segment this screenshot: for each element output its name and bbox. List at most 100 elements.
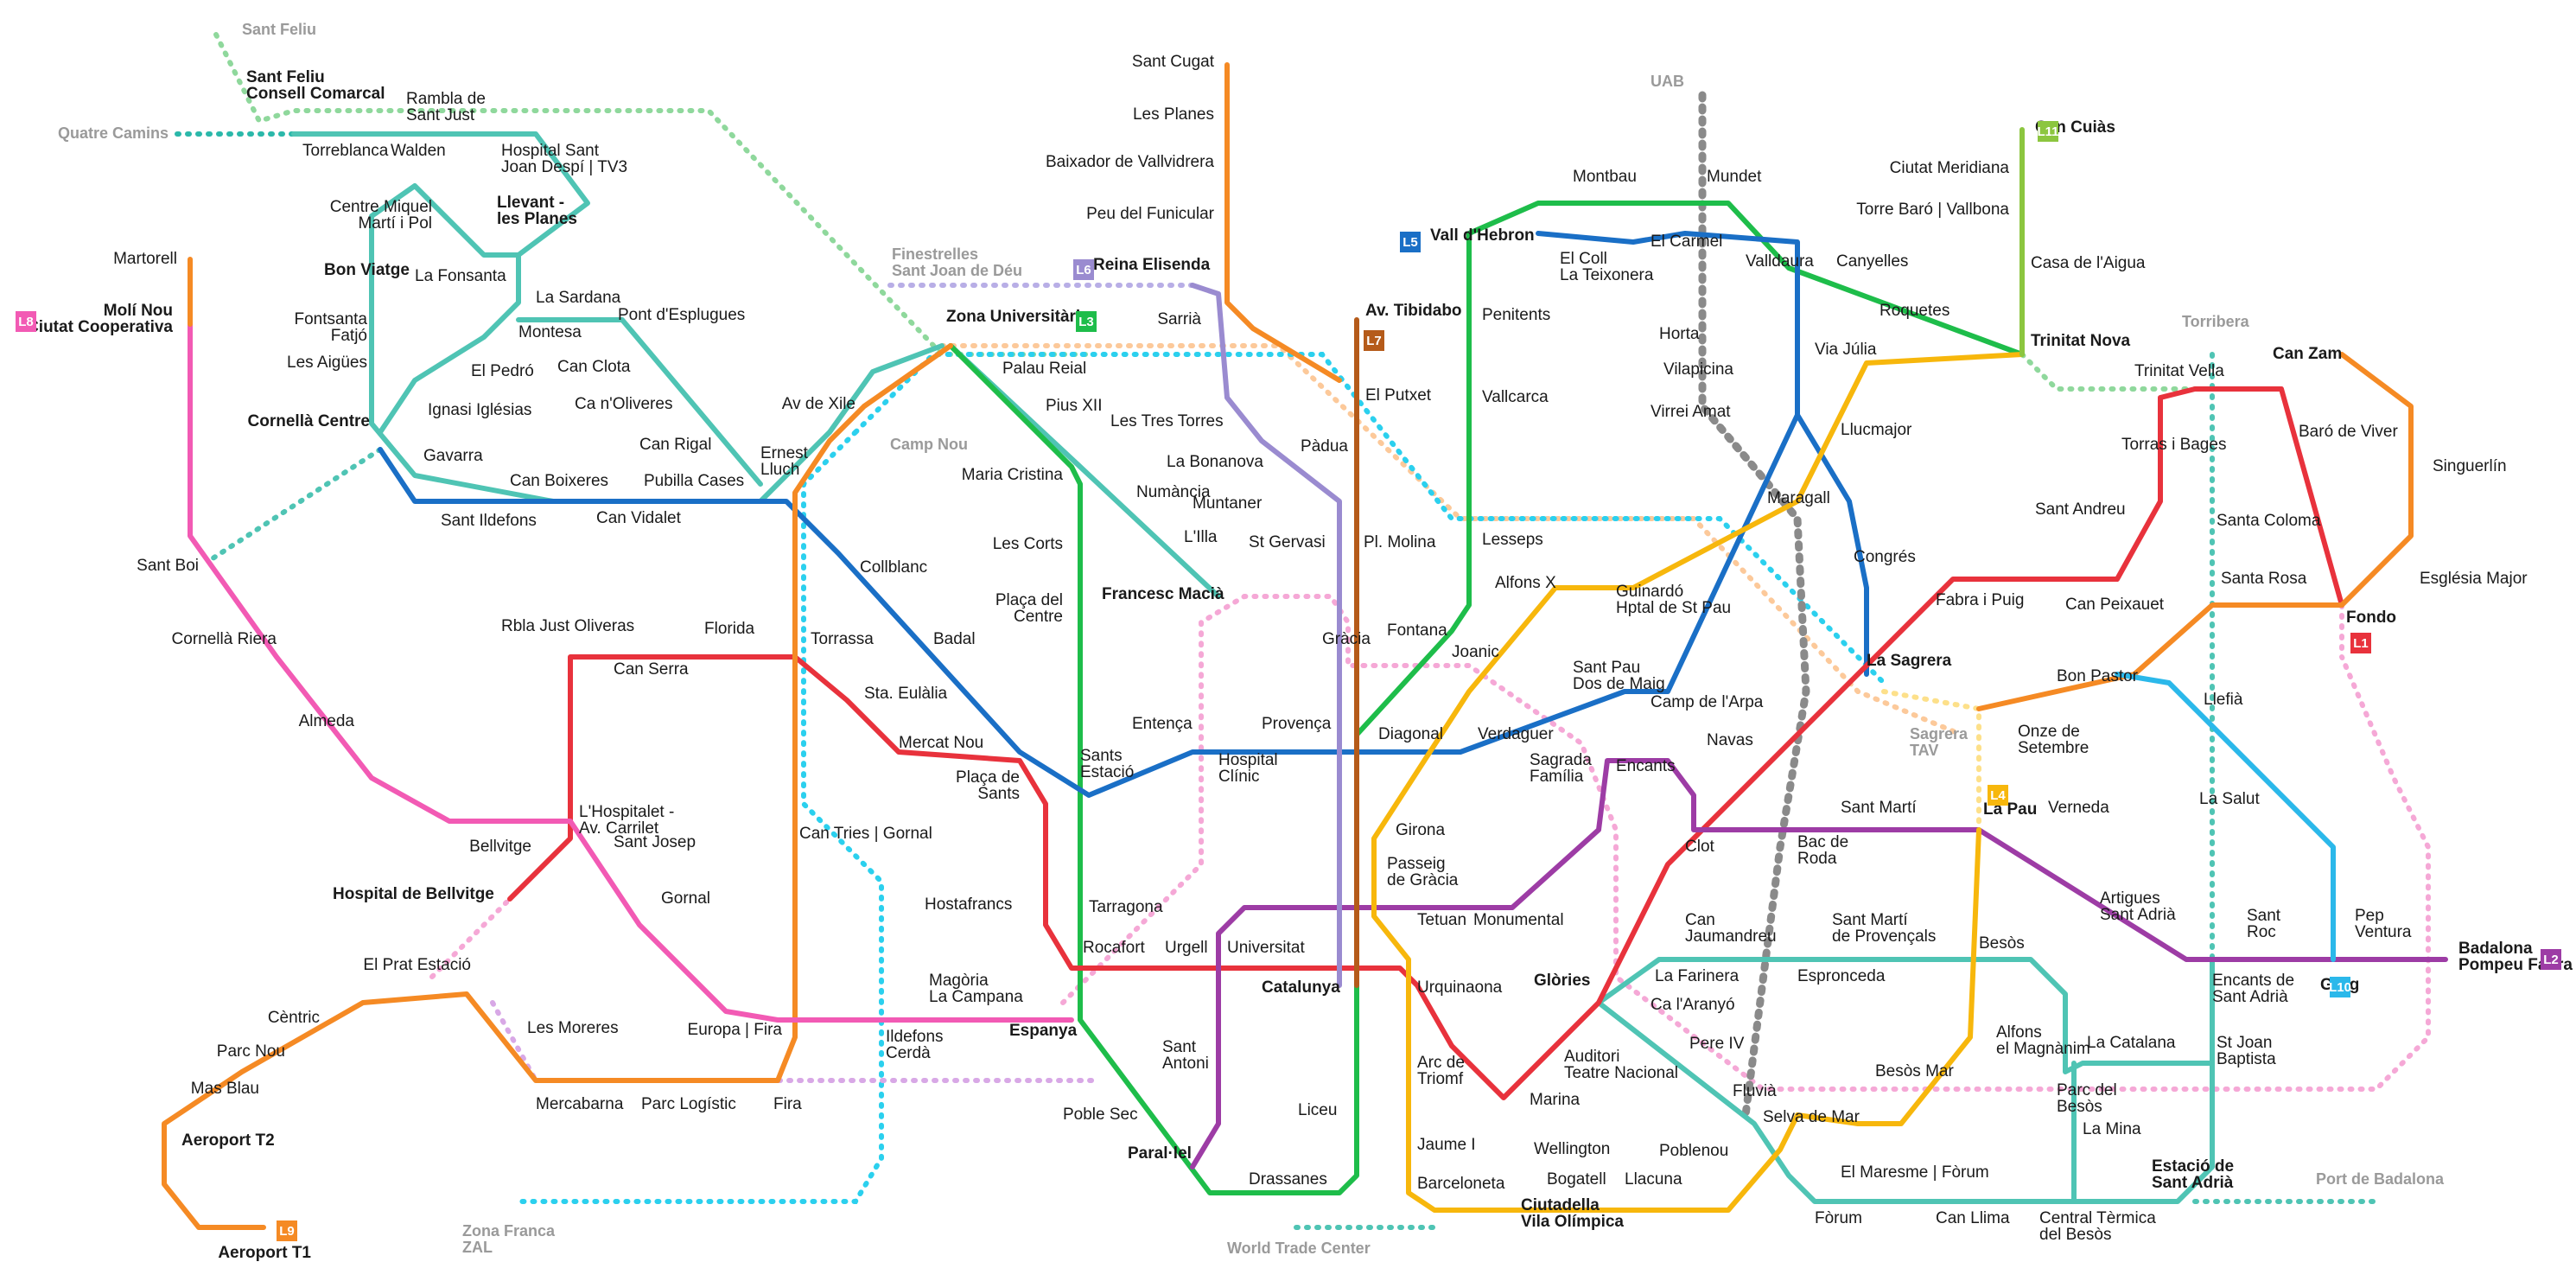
station-label-can-boixeres[interactable]: Can Boixeres bbox=[510, 472, 608, 490]
station-label-centric[interactable]: Cèntric bbox=[268, 1009, 320, 1027]
station-label-martorell[interactable]: Martorell bbox=[113, 250, 177, 268]
station-label-la-catalana[interactable]: La Catalana bbox=[2087, 1034, 2176, 1052]
station-label-fluvia[interactable]: Fluvià bbox=[1733, 1082, 1777, 1100]
station-label-selva-mar[interactable]: Selva de Mar bbox=[1763, 1108, 1860, 1126]
station-label-via-julia[interactable]: Via Júlia bbox=[1815, 341, 1877, 359]
station-label-bogatell[interactable]: Bogatell bbox=[1547, 1170, 1606, 1189]
station-label-maragall[interactable]: Maragall bbox=[1767, 489, 1830, 507]
station-label-fabra-puig[interactable]: Fabra i Puig bbox=[1936, 591, 2024, 609]
station-label-sant-ildefons[interactable]: Sant Ildefons bbox=[441, 512, 537, 530]
station-label-can-zam[interactable]: Can Zam bbox=[2273, 345, 2342, 363]
station-label-horta[interactable]: Horta bbox=[1659, 325, 1700, 343]
station-label-av-xile[interactable]: Av de Xile bbox=[782, 395, 855, 413]
station-label-bellvitge[interactable]: Bellvitge bbox=[469, 838, 531, 856]
station-label-cornella-centre[interactable]: Cornellà Centre bbox=[248, 412, 370, 430]
station-label-poblenou[interactable]: Poblenou bbox=[1659, 1142, 1728, 1160]
station-label-badal[interactable]: Badal bbox=[933, 630, 976, 648]
badge-l9[interactable]: L9 bbox=[277, 1220, 297, 1241]
station-label-hospital-bellvitge[interactable]: Hospital de Bellvitge bbox=[333, 885, 494, 903]
station-label-sant-gervasi[interactable]: St Gervasi bbox=[1249, 533, 1326, 551]
station-label-sant-andreu[interactable]: Sant Andreu bbox=[2035, 500, 2126, 519]
station-label-santa-coloma[interactable]: Santa Coloma bbox=[2217, 512, 2321, 530]
station-label-europa-fira[interactable]: Europa | Fira bbox=[688, 1021, 783, 1039]
station-label-jaume-i[interactable]: Jaume I bbox=[1417, 1136, 1476, 1154]
station-label-la-bonanova[interactable]: La Bonanova bbox=[1167, 453, 1263, 471]
station-label-gornal[interactable]: Gornal bbox=[661, 889, 710, 908]
station-label-el-prat[interactable]: El Prat Estació bbox=[363, 956, 471, 974]
station-label-cornella-riera[interactable]: Cornellà Riera bbox=[172, 630, 277, 648]
badge-l6[interactable]: L6 bbox=[1073, 259, 1094, 280]
station-label-pont-esplugues[interactable]: Pont d'Esplugues bbox=[618, 306, 745, 324]
station-label-monumental[interactable]: Monumental bbox=[1473, 911, 1564, 929]
station-label-penitents[interactable]: Penitents bbox=[1482, 306, 1550, 324]
station-label-ignasi[interactable]: Ignasi Iglésias bbox=[428, 401, 531, 419]
station-label-gracia[interactable]: Gràcia bbox=[1322, 630, 1371, 648]
station-label-pubilla-cases[interactable]: Pubilla Cases bbox=[644, 472, 744, 490]
badge-l3[interactable]: L3 bbox=[1076, 311, 1097, 332]
station-label-llacuna[interactable]: Llacuna bbox=[1625, 1170, 1682, 1189]
station-label-torribera[interactable]: Torribera bbox=[2182, 313, 2250, 330]
station-label-glories[interactable]: Glòries bbox=[1534, 972, 1590, 990]
station-label-parc-logistic[interactable]: Parc Logístic bbox=[641, 1095, 736, 1113]
station-label-les-corts[interactable]: Les Corts bbox=[993, 535, 1063, 553]
station-label-walden[interactable]: Walden bbox=[391, 142, 446, 160]
station-label-palau-reial[interactable]: Palau Reial bbox=[1002, 360, 1086, 378]
station-label-sant-josep[interactable]: Sant Josep bbox=[614, 833, 696, 851]
station-label-alfons-x[interactable]: Alfons X bbox=[1495, 574, 1556, 592]
station-label-parc-nou[interactable]: Parc Nou bbox=[217, 1042, 285, 1061]
station-label-girona[interactable]: Girona bbox=[1396, 821, 1445, 839]
station-label-la-sagrera[interactable]: La Sagrera bbox=[1867, 652, 1952, 670]
station-label-parallel[interactable]: Paral·lel bbox=[1128, 1144, 1192, 1163]
station-label-esglesia-major[interactable]: Església Major bbox=[2420, 570, 2528, 588]
station-label-vallcarca[interactable]: Vallcarca bbox=[1482, 388, 1549, 406]
station-label-mercat-nou[interactable]: Mercat Nou bbox=[899, 734, 983, 752]
station-label-verdaguer[interactable]: Verdaguer bbox=[1478, 725, 1554, 743]
station-label-poble-sec[interactable]: Poble Sec bbox=[1063, 1106, 1138, 1124]
station-label-besos-mar[interactable]: Besòs Mar bbox=[1875, 1062, 1954, 1080]
station-label-les-planes[interactable]: Les Planes bbox=[1133, 105, 1214, 124]
station-label-can-vidalet[interactable]: Can Vidalet bbox=[596, 509, 682, 527]
station-label-el-putxet[interactable]: El Putxet bbox=[1365, 386, 1432, 405]
station-label-bon-viatge[interactable]: Bon Viatge bbox=[324, 261, 410, 279]
station-label-lesseps[interactable]: Lesseps bbox=[1482, 531, 1543, 549]
station-label-diagonal[interactable]: Diagonal bbox=[1378, 725, 1443, 743]
station-label-verneda[interactable]: Verneda bbox=[2048, 799, 2109, 817]
station-label-llucmajor[interactable]: Llucmajor bbox=[1841, 421, 1912, 439]
station-label-la-farinera[interactable]: La Farinera bbox=[1655, 967, 1740, 985]
station-label-el-carmel[interactable]: El Carmel bbox=[1651, 233, 1722, 251]
badge-l10[interactable]: L10 bbox=[2329, 977, 2351, 997]
station-label-pius-xii[interactable]: Pius XII bbox=[1046, 397, 1102, 415]
station-label-la-fonsanta[interactable]: La Fonsanta bbox=[415, 267, 506, 285]
station-label-llefia[interactable]: Llefià bbox=[2204, 691, 2243, 709]
station-label-la-salut[interactable]: La Salut bbox=[2199, 790, 2260, 808]
station-label-les-moreres[interactable]: Les Moreres bbox=[527, 1019, 619, 1037]
station-label-joanic[interactable]: Joanic bbox=[1452, 643, 1499, 661]
station-label-provenca[interactable]: Provença bbox=[1262, 715, 1332, 733]
station-label-montesa[interactable]: Montesa bbox=[518, 323, 582, 341]
station-label-tetuan[interactable]: Tetuan bbox=[1417, 911, 1466, 929]
station-label-sant-feliu[interactable]: Sant Feliu bbox=[242, 21, 316, 38]
station-label-uab[interactable]: UAB bbox=[1651, 73, 1684, 90]
station-label-ciutat-meridiana[interactable]: Ciutat Meridiana bbox=[1890, 159, 2010, 177]
station-label-les-aigues[interactable]: Les Aigües bbox=[287, 354, 367, 372]
station-label-francesc-macia[interactable]: Francesc Macià bbox=[1102, 585, 1224, 603]
station-label-les-tres-torres[interactable]: Les Tres Torres bbox=[1110, 412, 1224, 430]
station-label-fondo[interactable]: Fondo bbox=[2346, 609, 2396, 627]
station-label-enteca[interactable]: Entença bbox=[1132, 715, 1193, 733]
station-label-sta-eulalia[interactable]: Sta. Eulàlia bbox=[864, 685, 948, 703]
station-label-casa-aigua[interactable]: Casa de l'Aigua bbox=[2031, 254, 2146, 272]
station-label-numancia[interactable]: Numància bbox=[1136, 483, 1211, 501]
station-label-santa-rosa[interactable]: Santa Rosa bbox=[2221, 570, 2307, 588]
station-label-camp-nou[interactable]: Camp Nou bbox=[890, 436, 968, 453]
